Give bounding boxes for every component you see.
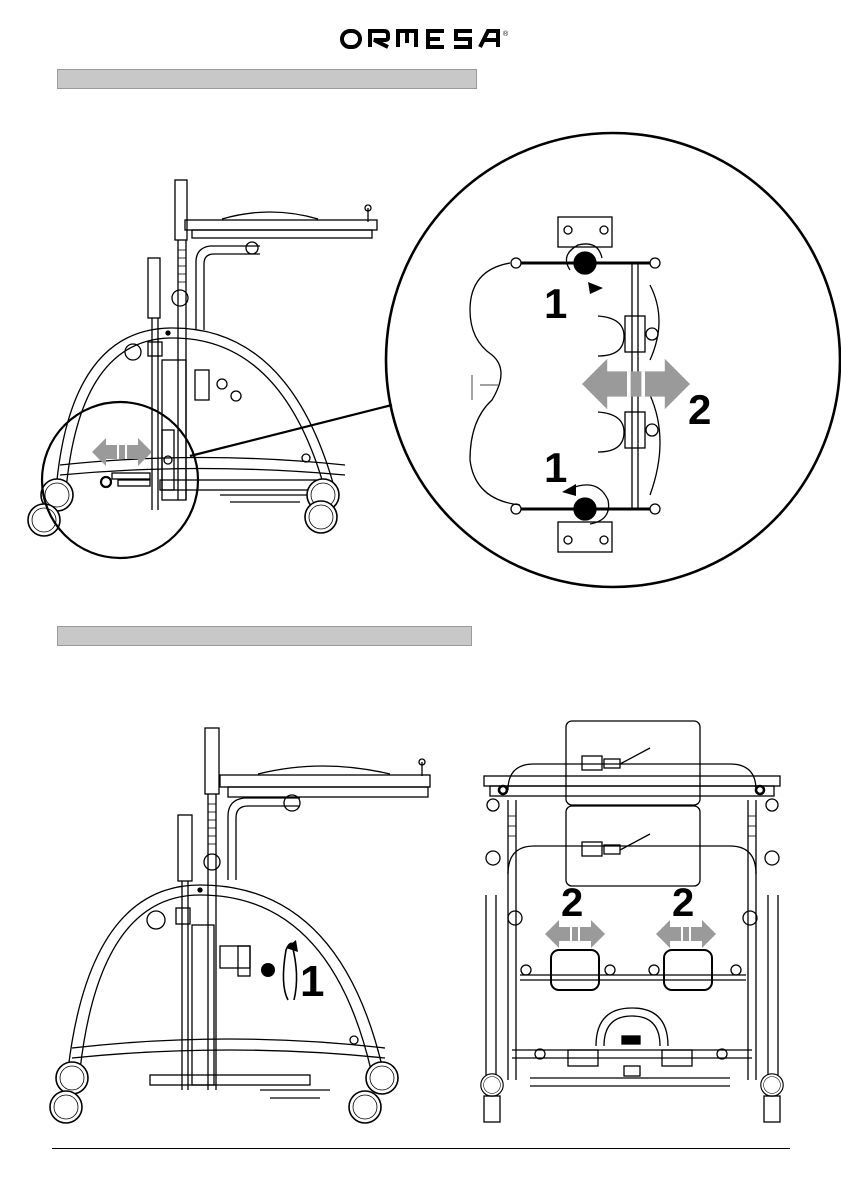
step-label-rotate-bottom: 1 [544, 444, 567, 491]
step-label-footrest-left: 2 [561, 881, 583, 925]
rotate-arrow-icon [283, 943, 296, 1000]
caster-wheel-icon [481, 1074, 503, 1096]
step-label-slide: 2 [688, 386, 711, 433]
knob-icon [261, 963, 275, 977]
caster-wheel-icon [56, 1062, 88, 1094]
stander-front-view [484, 721, 780, 1086]
footer-rule [52, 1148, 790, 1149]
caster-wheel-icon [349, 1091, 381, 1123]
step-label-footrest-right: 2 [672, 881, 694, 925]
stander-side-view-2 [68, 728, 430, 1098]
caster-wheel-icon [50, 1091, 82, 1123]
step-label-rotate-top: 1 [544, 280, 567, 327]
double-arrow-icon [582, 359, 690, 409]
caster-wheel-icon [366, 1062, 398, 1094]
caster-wheel-icon [761, 1074, 783, 1096]
step-label-knob: 1 [300, 957, 324, 1006]
detail-magnifier-large [386, 133, 840, 587]
caster-wheel-icon [28, 504, 60, 536]
caster-wheel-icon [305, 501, 337, 533]
